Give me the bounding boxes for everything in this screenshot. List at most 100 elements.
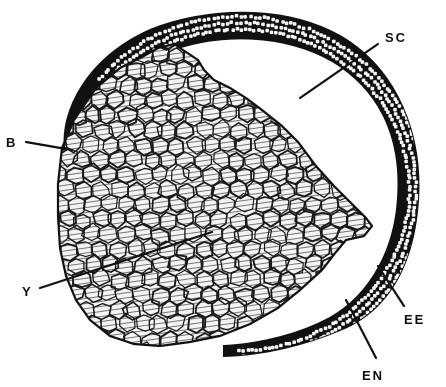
ring-cell [261,23,265,27]
ring-cell [123,53,127,57]
ring-cell [289,21,293,25]
ring-cell [377,86,381,90]
ring-cell [324,44,328,48]
yolk-cell [213,60,230,76]
ring-cell [394,125,398,129]
ring-cell [357,301,361,305]
ring-cell [208,30,212,34]
ring-cell [243,15,247,19]
ring-cell [174,32,178,36]
ring-cell [398,259,402,263]
yolk-cell [273,316,288,334]
ring-cell [359,68,363,72]
ring-cell [303,344,307,348]
ring-cell [342,46,346,50]
yolk-cell [265,88,281,107]
ring-cell [365,62,369,66]
yolk-cell [246,61,264,79]
yolk-cell [374,137,391,155]
ring-cell [388,89,392,93]
ring-cell [253,21,257,25]
ring-cell [284,27,288,31]
yolk-cell [187,344,203,362]
ring-cell [207,17,211,21]
yolk-cell [303,284,321,303]
ring-cell [241,349,245,353]
yolk-cell [281,61,297,76]
yolk-cell [373,313,391,331]
yolk-cell [74,59,90,77]
ring-cell [401,109,405,113]
ring-cell [281,20,285,24]
yolk-cell [400,63,418,80]
ring-cell [412,156,416,160]
ring-cell [291,29,295,33]
ring-cell [128,58,132,62]
ring-cell [420,207,424,211]
ring-cell [418,211,422,215]
ring-cell [194,20,198,24]
ring-cell [275,345,279,349]
ring-cell [413,201,417,205]
ring-cell [343,54,347,58]
ring-cell [324,327,328,331]
ring-cell [420,193,424,197]
ring-cell [271,346,275,350]
ring-cell [337,50,341,54]
yolk-cell [91,327,108,346]
ring-cell [361,60,365,64]
ring-cell [251,360,255,364]
yolk-cell [261,60,280,78]
ring-cell [226,16,230,20]
ring-cell [264,346,268,350]
ring-cell [116,59,120,63]
ring-cell [360,298,364,302]
yolk-cell [303,345,319,363]
ring-cell [403,225,407,229]
yolk-cell [353,255,372,274]
ring-cell [408,226,412,230]
ring-cell [377,76,381,80]
ring-cell [404,216,408,220]
ring-cell [375,302,379,306]
ring-cell [402,229,406,233]
yolk-cell [41,148,61,166]
ring-cell [319,328,323,332]
yolk-cell [202,48,219,67]
yolk-cell [47,312,65,329]
ring-cell [370,297,374,301]
ring-cell [180,24,184,28]
ring-cell [254,16,258,20]
ring-cell [306,349,310,353]
yolk-cell [322,109,340,126]
yolk-cell [84,45,101,61]
ring-cell [394,112,398,116]
ring-cell [382,84,386,88]
ring-cell [413,164,417,168]
ring-cell [400,141,404,145]
ring-cell [157,40,161,44]
ring-cell [180,38,184,42]
ring-cell [380,79,384,83]
ring-cell [313,44,317,48]
ring-cell [324,50,328,54]
ring-cell [189,34,193,38]
ring-cell [347,57,351,61]
yolk-cell [308,105,323,123]
ring-cell [150,44,154,48]
ring-cell [323,35,327,39]
ring-cell [421,188,425,192]
ring-cell [254,349,258,353]
label-b: B [6,135,17,150]
ring-cell [261,360,265,364]
yolk-cell [340,344,358,361]
ring-cell [413,176,417,180]
ring-cell [373,72,377,76]
ring-cell [139,42,143,46]
ring-cell [278,32,282,36]
ring-cell [236,27,240,31]
ring-cell [338,326,342,330]
ring-cell [412,213,416,217]
ring-cell [313,347,317,351]
ring-cell [388,264,392,268]
